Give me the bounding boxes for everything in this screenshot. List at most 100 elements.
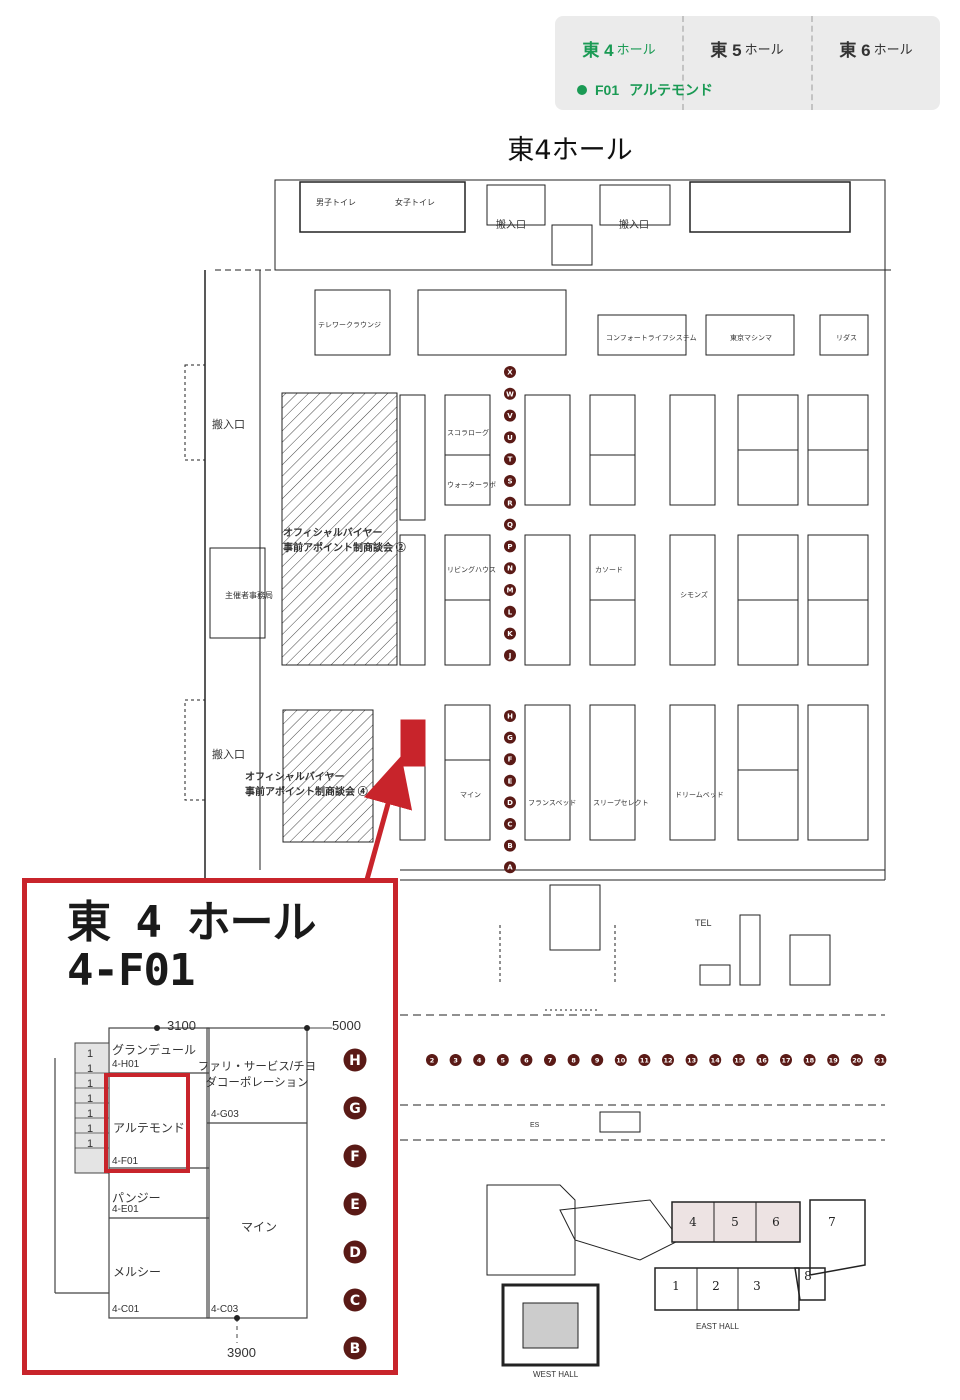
toilet-women-label: 女子トイレ — [395, 198, 435, 207]
pillar-marker-7: 7 — [544, 1054, 556, 1066]
svg-text:10: 10 — [616, 1056, 626, 1064]
buyer-area-2-title: オフィシャルバイヤー — [283, 528, 383, 539]
svg-text:H: H — [507, 713, 513, 721]
buyer-area-2-label: オフィシャルバイヤー 事前アポイント制商談会 ② — [283, 524, 406, 554]
svg-text:T: T — [508, 456, 513, 464]
svg-text:W: W — [506, 390, 514, 398]
inset-booth-mercy[interactable]: メルシー — [113, 1265, 162, 1279]
pillar-marker-8: 8 — [567, 1054, 580, 1066]
svg-text:J: J — [508, 652, 512, 660]
svg-text:13: 13 — [687, 1056, 696, 1064]
pillar-marker-6: 6 — [520, 1054, 533, 1066]
pillar-marker-13: 13 — [685, 1054, 698, 1066]
svg-text:11: 11 — [640, 1056, 650, 1064]
svg-text:H: H — [349, 1053, 361, 1069]
svg-text:G: G — [507, 734, 513, 742]
inset-booth-pansy[interactable]: パンジー — [112, 1191, 161, 1205]
inset-pillar-E: E — [343, 1192, 367, 1216]
toilet-men-label: 男子トイレ — [316, 198, 356, 207]
pillar-marker-4: 4 — [473, 1054, 486, 1066]
inset-booth-grandeur[interactable]: グランデュール — [112, 1043, 197, 1057]
pillar-marker-Q: Q — [504, 518, 516, 531]
svg-text:18: 18 — [805, 1056, 815, 1064]
svg-text:Q: Q — [507, 521, 513, 529]
svg-text:A: A — [507, 864, 513, 872]
pillar-marker-D: D — [504, 796, 516, 809]
inset-count-marker: 1 — [87, 1078, 94, 1090]
tab-east5-num: 東 5 — [710, 40, 742, 60]
svg-text:R: R — [507, 499, 513, 507]
pillar-marker-15: 15 — [732, 1054, 745, 1066]
pillar-marker-20: 20 — [850, 1054, 863, 1066]
svg-text:6: 6 — [524, 1056, 529, 1064]
inset-count-marker: 1 — [87, 1123, 94, 1135]
inset-booth-fari[interactable]: ファリ・サービス/チヨダコーポレーション — [197, 1061, 317, 1089]
svg-text:B: B — [350, 1341, 361, 1357]
site-hall-7: 7 — [828, 1215, 836, 1229]
pillar-marker-18: 18 — [803, 1054, 816, 1066]
pillar-marker-3: 3 — [449, 1054, 462, 1066]
booth-label: スリープセレクト — [593, 800, 649, 807]
tab-divider — [682, 16, 684, 110]
svg-text:15: 15 — [734, 1056, 744, 1064]
pillar-marker-11: 11 — [638, 1054, 651, 1066]
inset-count-marker: 1 — [87, 1138, 94, 1150]
inset-code-4c01: 4-C01 — [112, 1304, 140, 1315]
pillar-marker-5: 5 — [496, 1054, 509, 1066]
svg-text:U: U — [507, 434, 513, 442]
inset-code-4g03: 4-G03 — [211, 1109, 239, 1120]
buyer-area-4 — [282, 709, 374, 843]
inset-booth-mine[interactable]: マイン — [241, 1220, 278, 1234]
buyer-area-2 — [281, 392, 398, 666]
svg-text:G: G — [349, 1101, 361, 1117]
svg-text:C: C — [350, 1293, 360, 1309]
pillar-marker-N: N — [504, 562, 516, 575]
site-hall-8: 8 — [804, 1269, 812, 1283]
inset-pillar-B: B — [343, 1336, 367, 1360]
office-label: 主催者事務局 — [225, 591, 273, 600]
svg-text:12: 12 — [663, 1056, 672, 1064]
booth-4-f01-highlight[interactable] — [400, 719, 426, 767]
selected-booth-chip[interactable]: F01 アルテモンド — [577, 80, 713, 100]
zoom-title-booth: 4-F01 — [67, 944, 195, 996]
inset-count-marker: 1 — [87, 1108, 94, 1120]
svg-text:K: K — [507, 630, 513, 638]
svg-text:V: V — [507, 412, 513, 420]
pillar-marker-21: 21 — [874, 1054, 887, 1066]
svg-text:3: 3 — [453, 1056, 458, 1064]
booth-tokyo-label: 東京マシンマ — [730, 335, 772, 342]
booth-comfort-label: コンフォートライフシステム — [606, 335, 697, 342]
entrance-c-label: 搬入口 — [212, 419, 245, 431]
site-hall-5: 5 — [731, 1215, 739, 1229]
inset-count-marker: 1 — [87, 1063, 94, 1075]
inset-booth-artemond[interactable]: アルテモンド — [113, 1121, 185, 1135]
svg-text:16: 16 — [758, 1056, 768, 1064]
pillar-marker-W: W — [504, 387, 516, 400]
booth-label: カソード — [595, 567, 623, 574]
svg-text:D: D — [349, 1245, 361, 1261]
pillar-marker-P: P — [504, 540, 516, 553]
booth-chip-name: アルテモンド — [629, 82, 713, 98]
booth-dot-icon — [577, 85, 587, 95]
pillar-marker-B: B — [504, 839, 516, 852]
booth-label: ドリームベッド — [675, 792, 724, 799]
svg-text:F: F — [508, 756, 513, 764]
site-hall-1: 1 — [672, 1279, 680, 1293]
inset-pillar-G: G — [343, 1096, 367, 1120]
buyer-area-4-sub: 事前アポイント制商談会 ④ — [245, 787, 368, 798]
entrance-d-label: 搬入口 — [212, 749, 245, 761]
inset-code-4f01: 4-F01 — [112, 1156, 139, 1167]
inset-booth-highlight — [104, 1073, 190, 1173]
pillar-marker-A: A — [504, 861, 516, 874]
escalator-label: ES — [530, 1122, 540, 1129]
svg-text:X: X — [507, 369, 513, 377]
tab-east6-unit: ホール — [873, 41, 913, 57]
pillar-marker-2: 2 — [426, 1054, 438, 1066]
site-hall-2: 2 — [712, 1279, 720, 1293]
